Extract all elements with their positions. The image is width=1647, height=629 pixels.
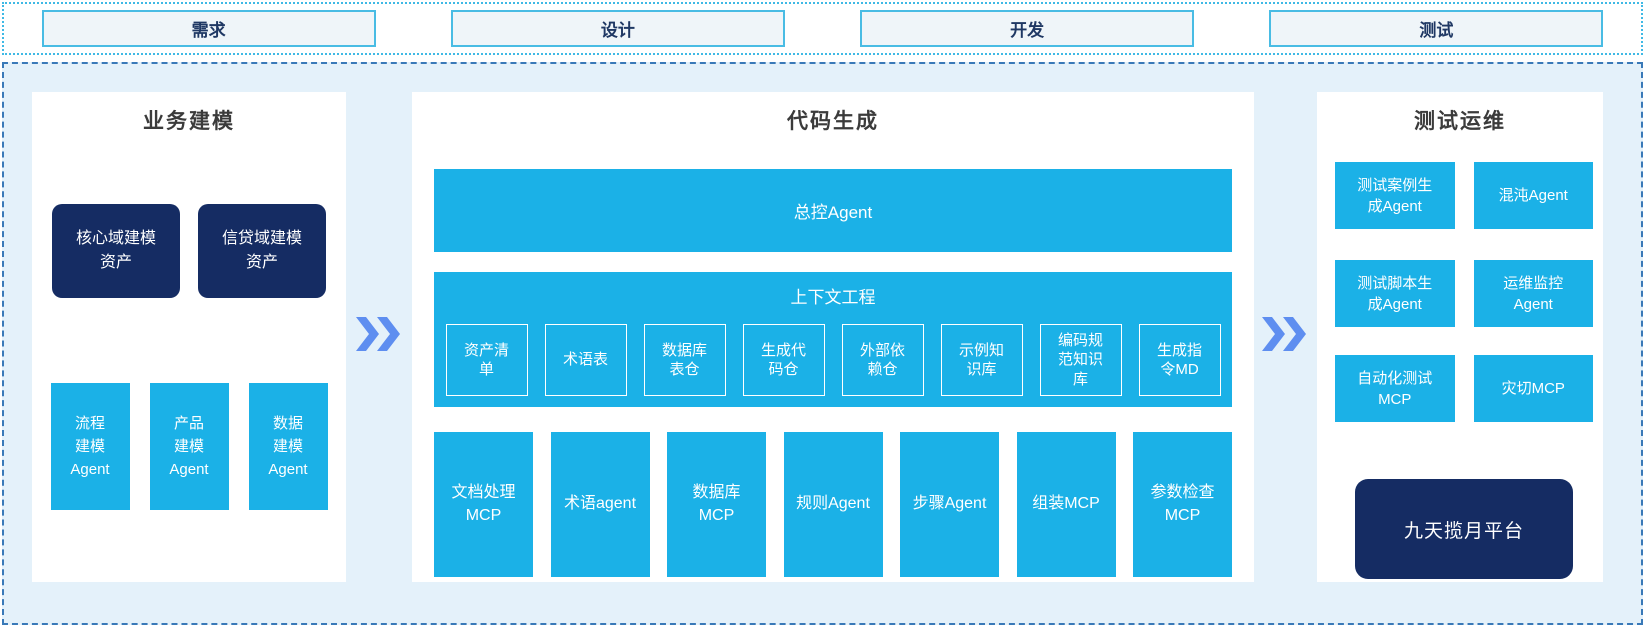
context-item-external-deps-repo: 外部依 赖仓 — [841, 324, 924, 396]
phase-box-testing: 测试 — [1269, 10, 1604, 47]
context-item-asset-list: 资产清 单 — [445, 324, 528, 396]
test-case-generation-agent-box: 测试案例生 成Agent — [1335, 162, 1455, 229]
data-modeling-agent-box: 数据 建模 Agent — [248, 383, 328, 510]
context-item-generated-code-repo: 生成代 码仓 — [742, 324, 825, 396]
process-modeling-agent-box: 流程 建模 Agent — [50, 383, 130, 510]
ops-monitoring-agent-box: 运维监控 Agent — [1473, 260, 1593, 327]
context-item-generation-instruction-md: 生成指 令MD — [1138, 324, 1221, 396]
asset-box-core-domain: 核心域建模 资产 — [52, 204, 180, 298]
doc-processing-mcp-box: 文档处理 MCP — [434, 432, 533, 577]
context-item-db-table-repo: 数据库 表仓 — [643, 324, 726, 396]
product-modeling-agent-box: 产品 建模 Agent — [149, 383, 229, 510]
disaster-switch-mcp-box: 灾切MCP — [1473, 355, 1593, 422]
database-mcp-box: 数据库 MCP — [667, 432, 766, 577]
glossary-agent-box: 术语agent — [550, 432, 650, 577]
test-agent-row: 自动化测试 MCP 灾切MCP — [1335, 355, 1593, 422]
step-agent-box: 步骤Agent — [900, 432, 999, 577]
tool-box-row: 文档处理 MCP 术语agent 数据库 MCP 规则Agent 步骤Agent… — [434, 432, 1232, 577]
test-script-generation-agent-box: 测试脚本生 成Agent — [1335, 260, 1455, 327]
test-ops-panel: 测试运维 测试案例生 成Agent 混沌Agent 测试脚本生 成Agent 运… — [1317, 92, 1603, 582]
phase-box-development: 开发 — [860, 10, 1195, 47]
context-engineering-bar: 上下文工程 资产清 单 术语表 数据库 表仓 生成代 码仓 外部依 赖仓 示例知… — [434, 272, 1232, 407]
test-agent-row: 测试案例生 成Agent 混沌Agent — [1335, 162, 1593, 229]
double-chevron-right-icon — [1262, 317, 1306, 351]
asset-box-credit-domain: 信贷域建模 资产 — [198, 204, 326, 298]
test-agent-row: 测试脚本生 成Agent 运维监控 Agent — [1335, 260, 1593, 327]
business-modeling-panel: 业务建模 核心域建模 资产 信贷域建模 资产 流程 建模 Agent 产品 建模… — [32, 92, 346, 582]
phase-box-design: 设计 — [450, 10, 785, 47]
code-generation-panel: 代码生成 总控Agent 上下文工程 资产清 单 术语表 数据库 表仓 生成代 … — [412, 92, 1254, 582]
test-ops-title: 测试运维 — [1414, 110, 1506, 133]
context-item-glossary: 术语表 — [544, 324, 627, 396]
context-item-example-kb: 示例知 识库 — [940, 324, 1023, 396]
rule-agent-box: 规则Agent — [783, 432, 883, 577]
assembly-mcp-box: 组装MCP — [1016, 432, 1116, 577]
modeling-agent-row: 流程 建模 Agent 产品 建模 Agent 数据 建模 Agent — [32, 383, 346, 510]
context-engineering-title: 上下文工程 — [790, 288, 876, 307]
pipeline-container: 业务建模 核心域建模 资产 信贷域建模 资产 流程 建模 Agent 产品 建模… — [2, 62, 1643, 625]
phase-box-requirements: 需求 — [41, 10, 376, 47]
context-items-row: 资产清 单 术语表 数据库 表仓 生成代 码仓 外部依 赖仓 示例知 识库 编码… — [434, 324, 1232, 396]
master-agent-bar: 总控Agent — [434, 169, 1232, 252]
context-item-coding-standard-kb: 编码规 范知识 库 — [1039, 324, 1122, 396]
asset-box-row: 核心域建模 资产 信贷域建模 资产 — [32, 204, 346, 298]
automated-testing-mcp-box: 自动化测试 MCP — [1335, 355, 1455, 422]
chaos-agent-box: 混沌Agent — [1473, 162, 1593, 229]
double-chevron-right-icon — [356, 317, 400, 351]
jiutian-lanyue-platform-box: 九天揽月平台 — [1355, 479, 1573, 579]
phase-bar: 需求 设计 开发 测试 — [2, 2, 1643, 55]
business-modeling-title: 业务建模 — [143, 110, 235, 133]
param-check-mcp-box: 参数检查 MCP — [1133, 432, 1232, 577]
code-generation-title: 代码生成 — [787, 110, 879, 133]
